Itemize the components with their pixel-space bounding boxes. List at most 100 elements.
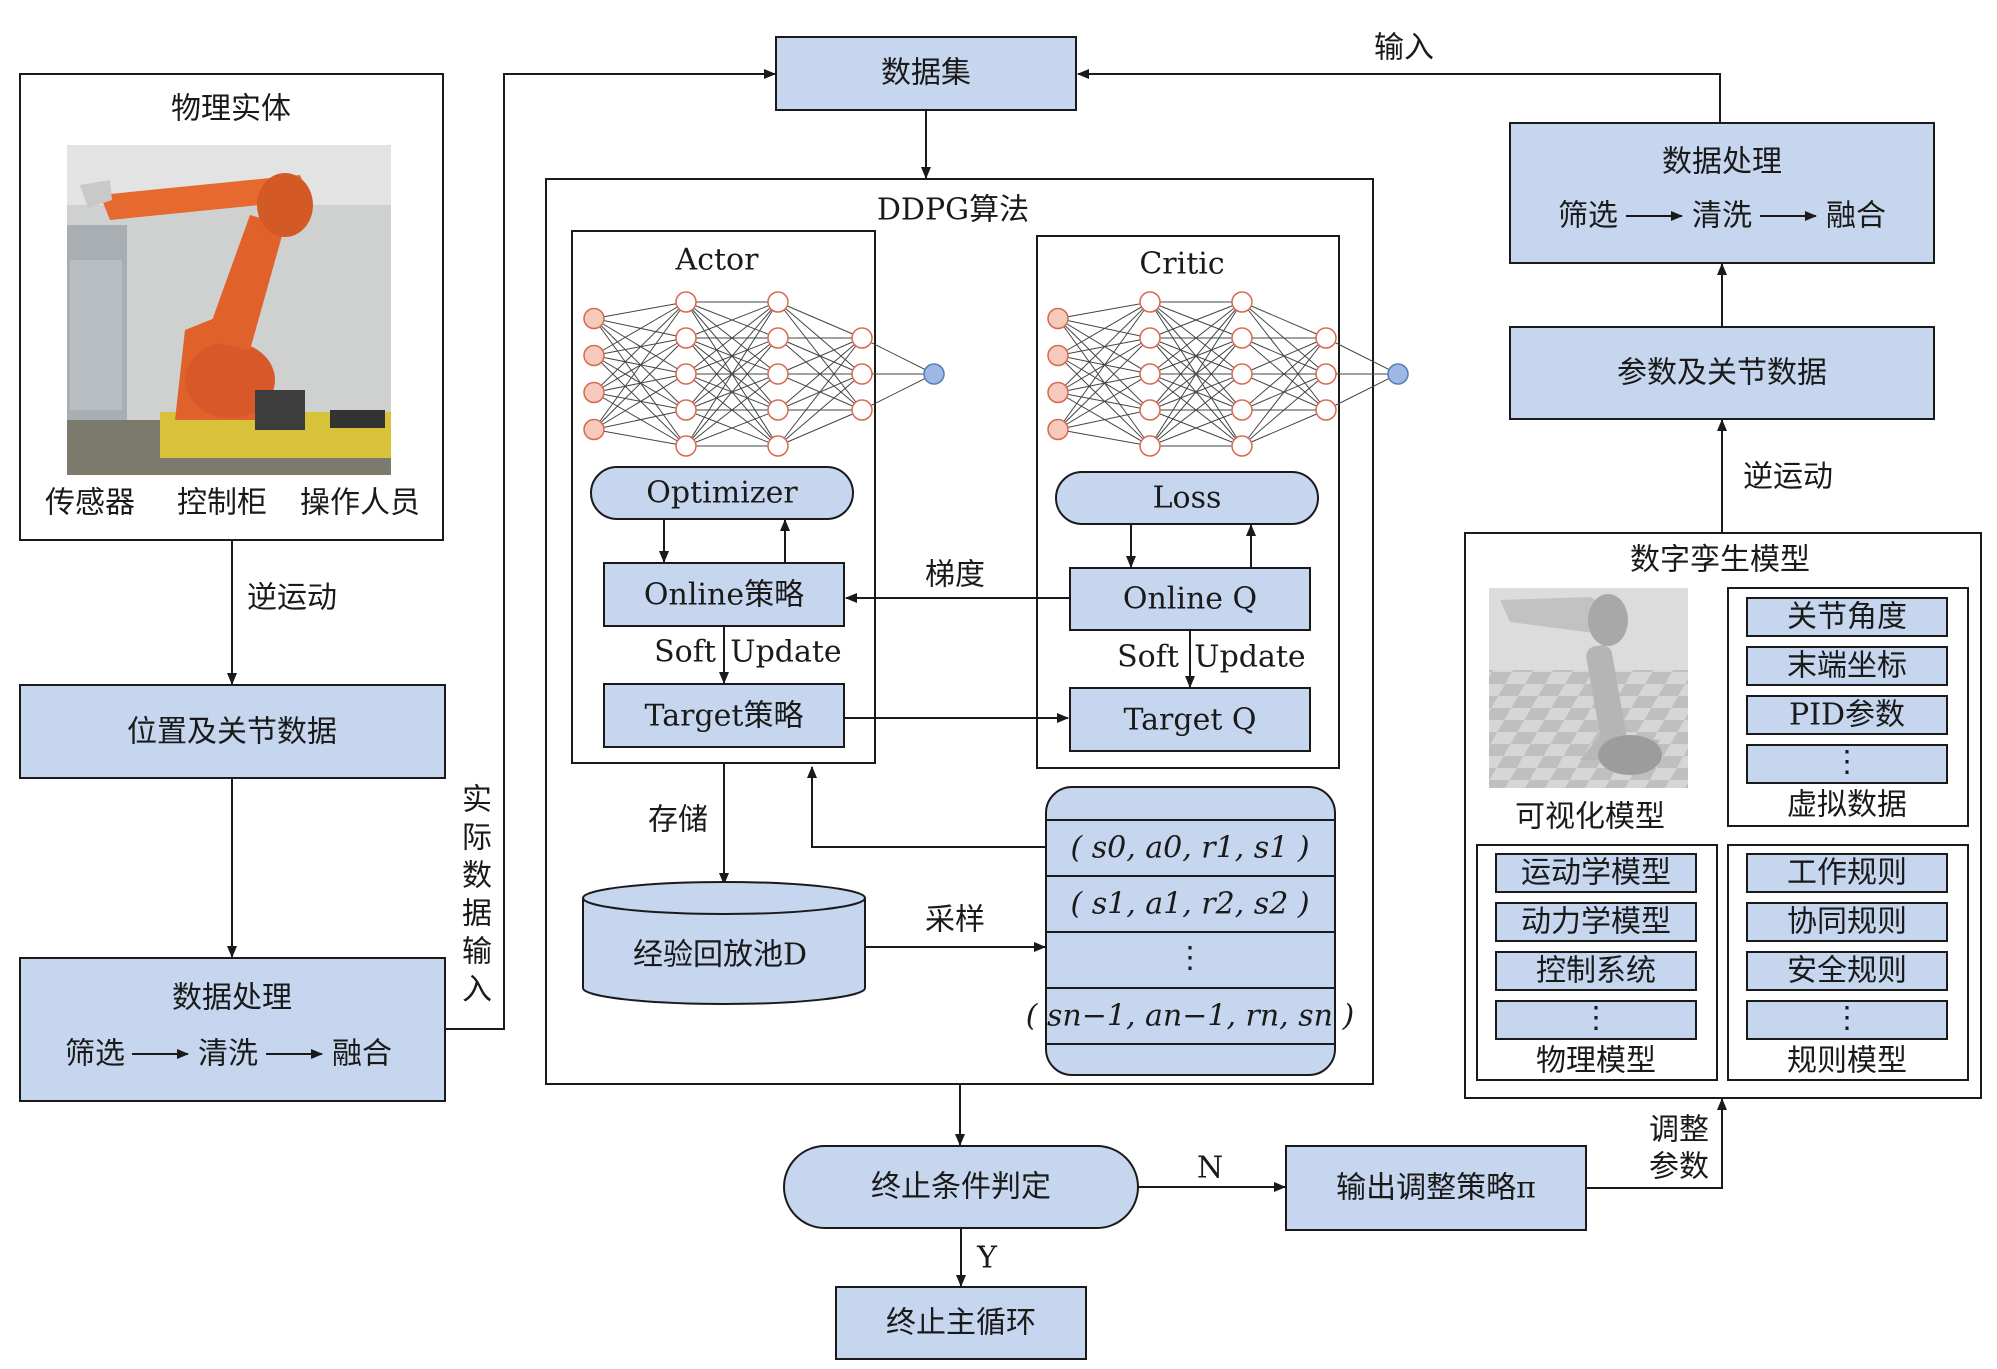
gradient-label: 梯度 (925, 558, 985, 593)
actor-net-connection (685, 301, 779, 339)
critic-net-neuron (1047, 381, 1069, 404)
critic-net-neuron (1315, 327, 1337, 349)
actor-net-neuron (675, 363, 697, 385)
critic-net-connection (1149, 301, 1243, 447)
ddpg-title: DDPG算法 (877, 193, 1029, 228)
physical-item-control: 控制系统 (1536, 954, 1656, 989)
critic-net-connection (1241, 301, 1327, 339)
rule-item-safety: 安全规则 (1787, 954, 1907, 989)
critic-net-connection (1149, 301, 1243, 339)
position-joint-data-label: 位置及关节数据 (127, 715, 337, 750)
robot-photo (67, 145, 391, 475)
critic-target-box (1069, 687, 1311, 752)
physical-item-box-1 (1495, 853, 1697, 893)
critic-net-connection (1241, 337, 1327, 411)
rule-model-title: 规则模型 (1787, 1044, 1907, 1079)
actor-net-neuron (583, 418, 605, 441)
critic-net-neuron (1047, 418, 1069, 441)
virtual-item-box-3 (1746, 695, 1948, 735)
critic-net-connection (1057, 301, 1151, 356)
critic-net-connection (1241, 409, 1327, 447)
actor-net-connection (593, 373, 687, 430)
critic-net-neuron (1231, 291, 1253, 313)
actor-online-label: Online策略 (644, 578, 804, 613)
param-joint-data-box (1509, 326, 1935, 420)
actor-neural-network (583, 291, 945, 457)
rule-item-cooperation: 协同规则 (1787, 905, 1907, 940)
store-label: 存储 (648, 803, 708, 838)
actual-data-input-vertical-label: 实 际 数 据 输 入 (462, 783, 492, 1008)
actor-net-connection (685, 409, 779, 447)
actor-net-connection (685, 301, 779, 375)
critic-net-connection (1057, 337, 1151, 430)
physical-item-kinematics: 运动学模型 (1521, 856, 1671, 891)
actor-net-neuron (583, 344, 605, 367)
actor-net-neuron (851, 363, 873, 385)
vertical-char-1: 实 (462, 783, 492, 818)
rule-item-ellipsis: ⋮ (1832, 1001, 1862, 1036)
critic-net-connection (1057, 301, 1151, 319)
actor-online-box (603, 562, 845, 627)
actor-net-connection (685, 301, 779, 447)
right-step-clean: 清洗 (1692, 199, 1752, 234)
vertical-char-4: 据 (462, 897, 492, 932)
actor-target-label: Target策略 (645, 699, 804, 734)
virtual-data-title: 虚拟数据 (1787, 788, 1907, 823)
critic-net-neuron (1047, 307, 1069, 330)
critic-net-connection (1057, 429, 1151, 447)
right-step-filter: 筛选 (1558, 199, 1618, 234)
vertical-char-5: 输 (462, 935, 492, 970)
actor-title: Actor (675, 243, 760, 278)
critic-net-neuron (1139, 327, 1161, 349)
sensor-label: 传感器 (45, 486, 135, 521)
actor-net-connection (861, 373, 935, 411)
actor-net-connection (777, 337, 863, 375)
critic-net-neuron (1231, 435, 1253, 457)
vertical-char-3: 数 (462, 859, 492, 894)
actor-net-neuron (923, 363, 945, 385)
rule-item-box-3 (1746, 951, 1948, 991)
arrow-right-processing-to-dataset (1077, 69, 1721, 123)
virtual-item-ellipsis: ⋮ (1832, 745, 1862, 780)
actor-target-box (603, 683, 845, 748)
critic-update-label: Update (1194, 640, 1305, 675)
tuple-row-n: ( sn−1, an−1, rn, sn ) (1026, 999, 1354, 1034)
critic-net-neuron (1231, 399, 1253, 421)
end-loop-box (835, 1286, 1087, 1360)
critic-net-neuron (1139, 363, 1161, 385)
critic-net-neuron (1139, 435, 1161, 457)
left-processing-title: 数据处理 (172, 981, 292, 1016)
n-label: N (1197, 1151, 1223, 1186)
actor-net-connection (777, 409, 863, 447)
rule-item-box-4 (1746, 1000, 1948, 1040)
virtual-item-pid: PID参数 (1789, 698, 1905, 733)
right-data-processing-box: 数据处理 筛选 清洗 融合 (1509, 122, 1935, 264)
operator-label: 操作人员 (300, 486, 420, 521)
output-policy-label: 输出调整策略π (1336, 1171, 1536, 1206)
dataset-label: 数据集 (881, 56, 971, 91)
critic-net-connection (1149, 373, 1243, 447)
end-loop-label: 终止主循环 (886, 1306, 1036, 1341)
virtual-item-box-4 (1746, 744, 1948, 784)
physical-entity-panel: 物理实体 传感器 控制柜 操作人员 (19, 73, 444, 541)
actor-net-neuron (851, 399, 873, 421)
critic-target-label: Target Q (1123, 703, 1256, 738)
critic-net-connection (1241, 337, 1327, 447)
actor-net-connection (593, 301, 687, 319)
critic-net-neuron (1387, 363, 1409, 385)
loss-label: Loss (1153, 481, 1222, 516)
actor-net-neuron (851, 327, 873, 349)
visualization-model-image (1489, 588, 1688, 788)
actor-net-neuron (767, 291, 789, 313)
left-inverse-kinematics-label: 逆运动 (247, 581, 337, 616)
rule-item-box-1 (1746, 853, 1948, 893)
critic-net-connection (1325, 337, 1399, 375)
critic-net-neuron (1139, 291, 1161, 313)
critic-net-connection (1057, 301, 1151, 430)
adjust-label-1: 调整 (1649, 1113, 1709, 1148)
critic-net-connection (1149, 301, 1243, 411)
actor-soft-label: Soft (654, 635, 716, 670)
tuple-row-2: ( s1, a1, r2, s2 ) (1070, 887, 1309, 922)
virtual-item-box-2 (1746, 646, 1948, 686)
